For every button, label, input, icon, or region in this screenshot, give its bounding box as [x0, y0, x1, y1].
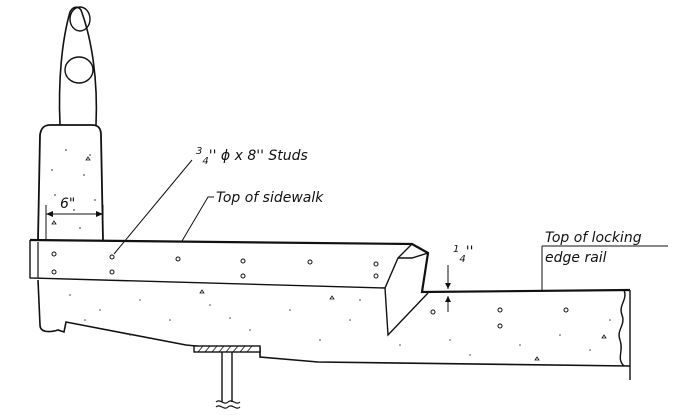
locking-rail-label-1: Top of locking: [545, 230, 642, 246]
quarter-inch-dimension: 14'': [445, 244, 473, 312]
dim-6-label: 6": [60, 196, 75, 212]
quarter-inch-label: 14'': [453, 244, 473, 265]
studs-callout: 34'' ϕ x 8'' Studs: [113, 146, 308, 255]
deck-slab: [37, 279, 631, 380]
parapet-block: [37, 124, 104, 241]
stud-dots: [51, 251, 569, 329]
railing-post: [58, 6, 98, 126]
locking-rail-callout: Top of locking edge rail: [541, 230, 668, 290]
top-of-sidewalk-callout: Top of sidewalk: [181, 190, 324, 242]
dimension-6in: 6": [45, 196, 104, 240]
sidewalk-slab: [29, 238, 631, 337]
locking-rail-label-2: edge rail: [545, 250, 607, 266]
top-of-sidewalk-label: Top of sidewalk: [216, 190, 324, 206]
steel-beam: [193, 345, 261, 409]
studs-label: 34'' ϕ x 8'' Studs: [196, 146, 308, 167]
